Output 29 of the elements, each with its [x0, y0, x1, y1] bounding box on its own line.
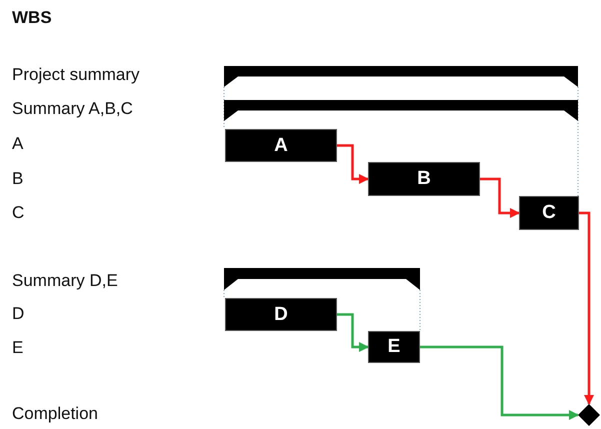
row-label: Summary A,B,C [12, 99, 133, 119]
row-label: A [12, 134, 24, 154]
row-label: Project summary [12, 65, 140, 85]
dependency-arrow [420, 346, 579, 420]
task-name: D [274, 304, 288, 326]
row-label: Summary D,E [12, 271, 118, 291]
row-label: C [12, 203, 24, 223]
task-bar [368, 162, 480, 196]
dependency-arrow [337, 313, 369, 352]
dependency-arrow [480, 178, 520, 218]
task-bar [519, 196, 579, 230]
row-label: E [12, 338, 24, 358]
row-label: B [12, 169, 24, 189]
task-name: B [417, 168, 431, 190]
dependency-arrow [337, 144, 369, 184]
task-bar [225, 298, 337, 331]
dependency-arrow [579, 212, 594, 405]
task-name: A [274, 134, 288, 156]
title: WBS [12, 8, 52, 28]
summary-bar [224, 100, 578, 121]
row-label: D [12, 304, 24, 324]
summary-bar [224, 268, 420, 290]
task-bar [225, 129, 337, 162]
task-bar [368, 331, 420, 363]
task-name: C [542, 202, 556, 224]
row-label: Completion [12, 404, 98, 424]
summary-bar [224, 66, 578, 87]
milestone-diamond [578, 404, 600, 426]
task-name: E [388, 336, 400, 358]
